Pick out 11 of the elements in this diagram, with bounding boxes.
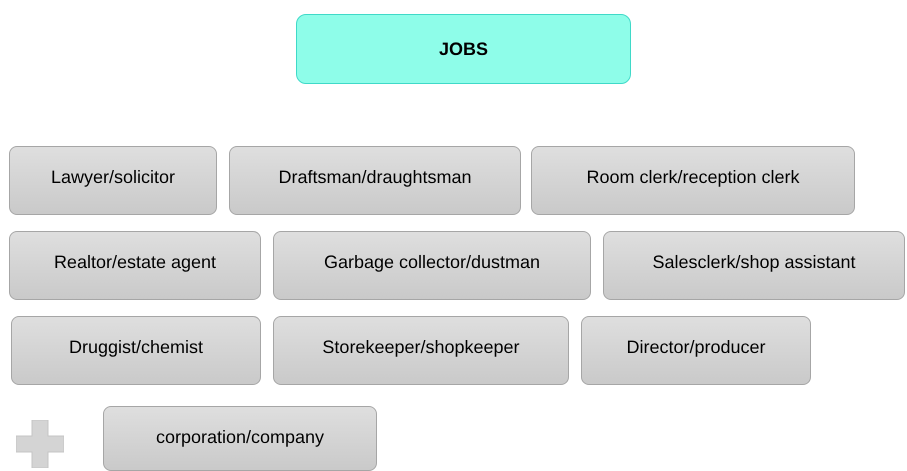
title-box: JOBS bbox=[296, 14, 631, 84]
job-box: Room clerk/reception clerk bbox=[531, 146, 855, 215]
job-box: corporation/company bbox=[103, 406, 377, 471]
job-box: Salesclerk/shop assistant bbox=[603, 231, 905, 300]
job-box: Druggist/chemist bbox=[11, 316, 261, 385]
job-box: Realtor/estate agent bbox=[9, 231, 261, 300]
job-box: Lawyer/solicitor bbox=[9, 146, 217, 215]
job-box: Director/producer bbox=[581, 316, 811, 385]
job-box: Draftsman/draughtsman bbox=[229, 146, 521, 215]
job-box: Storekeeper/shopkeeper bbox=[273, 316, 569, 385]
job-box: Garbage collector/dustman bbox=[273, 231, 591, 300]
